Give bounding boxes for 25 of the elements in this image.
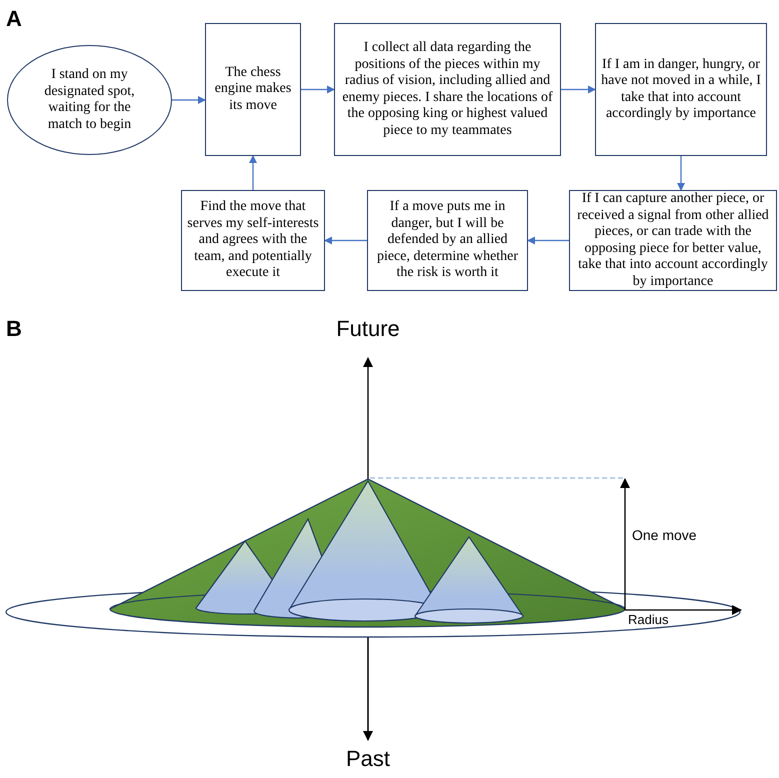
process-box bbox=[334, 23, 561, 156]
node-text: If I can capture another piece, or received a signal from other allied pieces, or can trade with the opposing piece for better value, take that into account accordingly by importance bbox=[576, 191, 770, 290]
arrow bbox=[561, 86, 596, 94]
arrow bbox=[249, 155, 257, 190]
node-text: I stand on my designated spot, waiting for the match to begin bbox=[43, 67, 136, 133]
process-box bbox=[205, 23, 301, 156]
node-text: I collect all data regarding the positions of the pieces within my radius of vision, including allied and enemy pieces. I share the locations of the opposing king or highest valued piece to my teammates bbox=[341, 40, 554, 139]
arrow bbox=[324, 236, 367, 244]
node-text: If a move puts me in danger, but I will be defended by an allied piece, determine whether the risk is worth it bbox=[376, 199, 520, 282]
arrow bbox=[172, 96, 206, 104]
axis-label: One move bbox=[632, 526, 697, 545]
node-text: If I am in danger, hungry, or have not moved in a while, I take that into account accordingly by importance bbox=[600, 56, 762, 122]
process-box bbox=[595, 23, 767, 156]
arrow bbox=[527, 236, 569, 244]
node-text: The chess engine makes its move bbox=[214, 64, 292, 114]
axis-label: Future bbox=[335, 315, 401, 343]
arrow bbox=[301, 86, 335, 94]
process-box bbox=[367, 190, 528, 291]
axis-label: Radius bbox=[628, 611, 668, 629]
panel-letter: A bbox=[6, 5, 22, 33]
axis-label: Past bbox=[344, 745, 392, 773]
arrow bbox=[677, 156, 685, 191]
node-text: Find the move that serves my self-interests and agrees with the team, and potentially execute it bbox=[186, 199, 320, 282]
panel-letter: B bbox=[6, 315, 22, 343]
process-box bbox=[181, 190, 325, 291]
